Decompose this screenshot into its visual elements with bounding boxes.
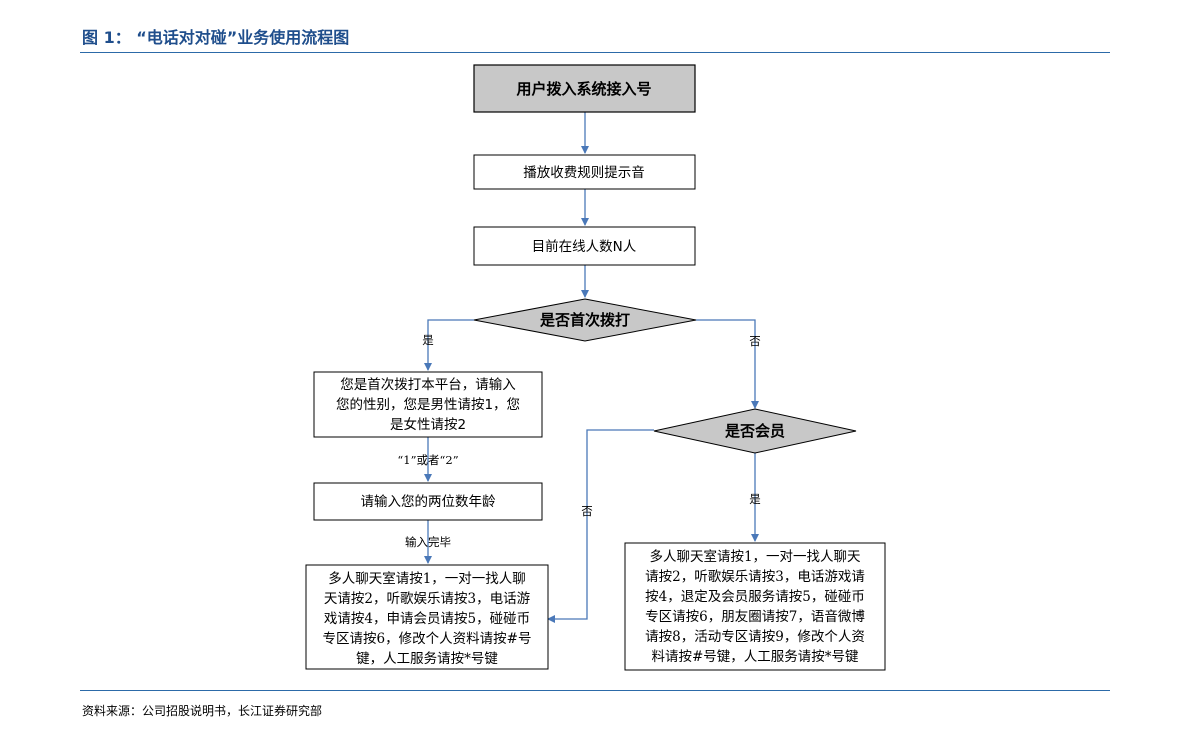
gender-prompt-line-3: 是女性请按2 [390, 416, 466, 433]
menu-right-line-2: 请按2，听歌娱乐请按3，电话游戏请 [645, 569, 865, 585]
menu-right-node [624, 542, 886, 671]
edge-label-input-1-or-2: “1”或者“2” [397, 453, 458, 467]
online-count-label: 目前在线人数N人 [532, 238, 637, 255]
age-prompt-node [313, 482, 543, 521]
menu-left-node [305, 564, 549, 670]
play-rules-label: 播放收费规则提示音 [523, 164, 645, 181]
edge-firstcall-no [696, 319, 759, 409]
age-prompt-label: 请输入您的两位数年龄 [361, 493, 496, 510]
menu-left-line-3: 戏请按4，申请会员请按5，碰碰币 [324, 611, 530, 627]
start-node-label: 用户拨入系统接入号 [516, 80, 651, 98]
menu-right-line-1: 多人聊天室请按1，一对一找人聊天 [649, 548, 861, 565]
gender-prompt-node [313, 371, 543, 438]
menu-left-line-1: 多人聊天室请按1，一对一找人聊 [328, 570, 526, 587]
gender-prompt-line-1: 您是首次拨打本平台，请输入 [340, 376, 516, 393]
member-decision [653, 408, 857, 454]
edge-label-no-first: 否 [749, 334, 761, 348]
edge-member-no [547, 429, 654, 623]
member-decision-label: 是否会员 [724, 422, 785, 440]
online-count-node [473, 226, 696, 266]
menu-left-line-5: 键，人工服务请按*号键 [356, 651, 498, 667]
menu-right-line-4: 专区请按6，朋友圈请按7，语音微博 [645, 608, 865, 625]
edge-label-yes-first: 是 [422, 333, 434, 347]
menu-left-line-2: 天请按2，听歌娱乐请按3，电话游 [324, 591, 530, 607]
edge-label-yes-member: 是 [749, 492, 761, 506]
first-call-decision-label: 是否首次拨打 [539, 311, 630, 329]
first-call-decision [473, 298, 697, 342]
edge-firstcall-yes [424, 319, 474, 371]
gender-prompt-line-2: 您的性别，您是男性请按1，您 [336, 396, 520, 413]
bottom-divider [80, 690, 1110, 691]
figure-title: 图 1： “电话对对碰”业务使用流程图 [82, 28, 350, 47]
menu-right-line-3: 按4，退定及会员服务请按5，碰碰币 [645, 589, 865, 605]
start-node [473, 64, 696, 113]
menu-right-line-6: 料请按#号键，人工服务请按*号键 [651, 649, 859, 665]
source-note: 资料来源：公司招股说明书，长江证券研究部 [82, 704, 323, 718]
edge-label-no-member: 否 [581, 504, 593, 518]
top-divider [80, 52, 1110, 53]
menu-left-line-4: 专区请按6，修改个人资料请按#号 [323, 631, 532, 647]
menu-right-line-5: 请按8，活动专区请按9，修改个人资 [645, 629, 865, 645]
edge-label-input-done: 输入完毕 [405, 535, 451, 549]
play-rules-node [473, 154, 696, 190]
